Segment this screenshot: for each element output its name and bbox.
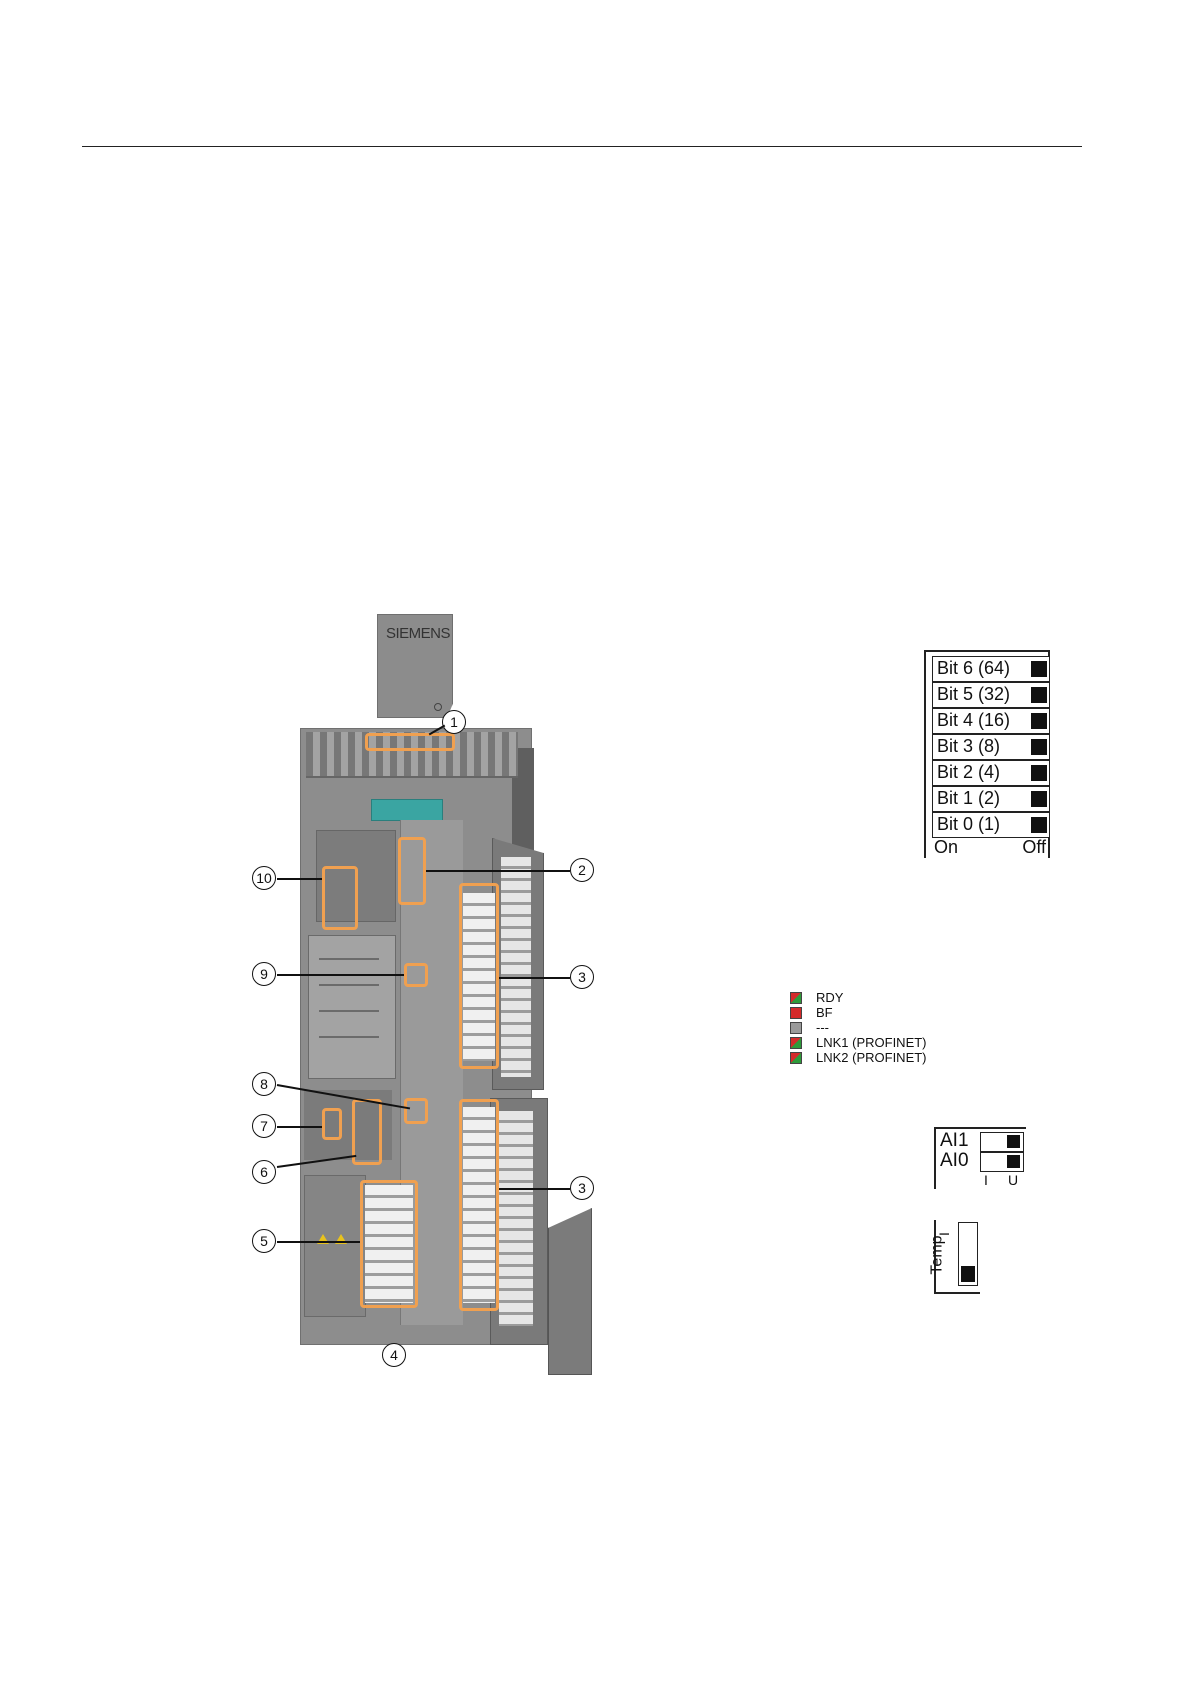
callout-5: 5	[252, 1229, 276, 1253]
led-icon	[790, 992, 802, 1004]
card-slot-highlight	[365, 733, 455, 751]
card-label: SIEMENS	[386, 625, 450, 642]
door-flap	[548, 1208, 592, 1375]
ai0-label: AI0	[940, 1150, 969, 1172]
callout-2: 2	[570, 858, 594, 882]
model-plate	[371, 799, 443, 821]
fieldbus-connector-highlight	[322, 866, 358, 930]
card-notch	[434, 703, 442, 711]
dip-row: Bit 1 (2)	[932, 786, 1050, 812]
dip-row: Bit 4 (16)	[932, 708, 1050, 734]
ai1-label: AI1	[940, 1130, 969, 1152]
leader-5	[277, 1241, 360, 1243]
dip-row: Bit 6 (64)	[932, 656, 1050, 682]
dip-row: Bit 3 (8)	[932, 734, 1050, 760]
callout-9: 9	[252, 962, 276, 986]
ai-foot-i: I	[984, 1172, 988, 1188]
callout-6: 6	[252, 1160, 276, 1184]
leader-7	[277, 1126, 322, 1128]
fieldbus-address-switch: Bit 6 (64) Bit 5 (32) Bit 4 (16) Bit 3 (…	[924, 650, 1050, 858]
ai-foot-u: U	[1008, 1172, 1018, 1188]
bottom-label-panel	[304, 1175, 366, 1317]
callout-3-lower: 3	[570, 1176, 594, 1200]
callout-1: 1	[442, 710, 466, 734]
callout-10: 10	[252, 866, 276, 890]
leader-3-upper	[499, 977, 570, 979]
memory-card: SIEMENS	[377, 614, 453, 718]
temp-switch-highlight	[404, 963, 428, 987]
temp-mark: I	[936, 1232, 952, 1236]
upper-terminals-highlight	[459, 883, 499, 1069]
led-highlight	[352, 1099, 382, 1165]
leader-10	[277, 878, 322, 880]
leader-3-lower	[499, 1188, 570, 1190]
dip-row: Bit 5 (32)	[932, 682, 1050, 708]
callout-3-upper: 3	[570, 965, 594, 989]
ai0-slot	[980, 1152, 1024, 1172]
relay-terminals-highlight	[360, 1180, 418, 1308]
analog-input-switch: AI1 AI0 I U	[934, 1127, 1026, 1189]
callout-7: 7	[252, 1114, 276, 1138]
led-icon	[790, 1052, 802, 1064]
leader-2	[426, 870, 570, 872]
leader-9	[277, 974, 404, 976]
upper-terminal-door[interactable]	[492, 838, 544, 1090]
dip-on-label: On	[934, 837, 958, 858]
callout-8: 8	[252, 1072, 276, 1096]
dip-row: Bit 2 (4)	[932, 760, 1050, 786]
dip-row: Bit 0 (1)	[932, 812, 1050, 838]
usb-highlight	[322, 1108, 342, 1140]
temp-label: Temp	[929, 1235, 947, 1274]
ai-switch-highlight	[404, 1098, 428, 1124]
temp-slot	[958, 1222, 978, 1286]
rating-plate	[308, 935, 396, 1079]
dip-off-label: Off	[1022, 837, 1046, 858]
temperature-switch: Temp I	[934, 1220, 980, 1294]
lower-terminals-highlight	[459, 1099, 499, 1311]
led-icon	[790, 1022, 802, 1034]
callout-4: 4	[382, 1343, 406, 1367]
led-icon	[790, 1037, 802, 1049]
led-icon	[790, 1007, 802, 1019]
top-rule	[82, 146, 1082, 147]
ai1-slot	[980, 1132, 1024, 1152]
dip-switch-highlight	[398, 837, 426, 905]
